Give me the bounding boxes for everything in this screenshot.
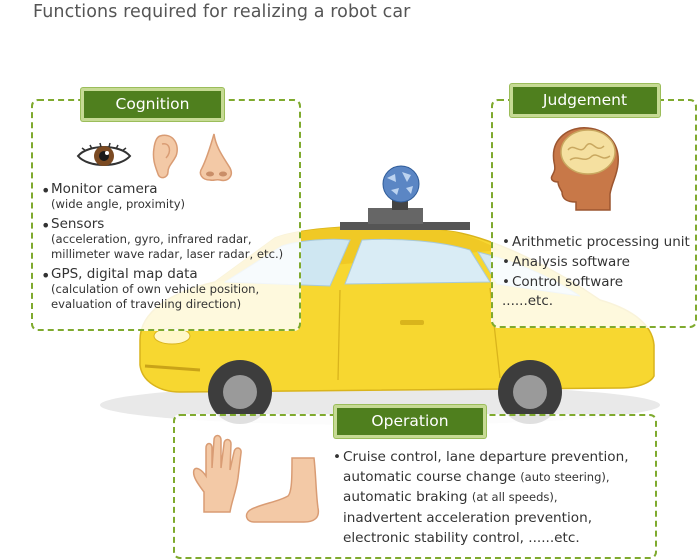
foot-icon [245, 457, 320, 523]
cognition-header: Cognition [81, 88, 224, 121]
operation-line: automatic course change (auto steering), [343, 469, 610, 486]
operation-line: automatic braking (at all speeds), [343, 489, 558, 506]
page-title: Functions required for realizing a robot… [33, 2, 411, 22]
operation-panel [173, 414, 657, 559]
operation-line: Cruise control, lane departure preventio… [333, 447, 629, 467]
list-item: GPS, digital map data (calculation of ow… [41, 266, 283, 312]
list-item: Analysis software [502, 252, 690, 272]
operation-line: electronic stability control, ......etc. [343, 529, 580, 546]
list-item: Sensors (acceleration, gyro, infrared ra… [41, 216, 283, 262]
car-grille [144, 364, 201, 372]
operation-header: Operation [334, 405, 486, 438]
cognition-list: Monitor camera (wide angle, proximity) S… [41, 181, 283, 316]
nose-icon [199, 133, 232, 182]
judgement-header: Judgement [510, 84, 660, 117]
operation-text: Cruise control, lane departure preventio… [333, 447, 629, 548]
operation-line: inadvertent acceleration prevention, [343, 509, 593, 526]
list-item: Arithmetic processing unit [502, 232, 690, 252]
car-side-window [344, 238, 491, 285]
judgement-list: Arithmetic processing unit Analysis soft… [502, 232, 690, 292]
car-door-handle [400, 320, 424, 325]
ear-icon [152, 134, 178, 179]
list-item: Monitor camera (wide angle, proximity) [41, 181, 283, 212]
head-brain-icon [550, 127, 619, 211]
lidar-sphere [382, 165, 420, 203]
list-item: Control software [502, 272, 690, 292]
judgement-etc: ......etc. [502, 293, 554, 309]
eye-icon [76, 142, 132, 166]
roof-rack [340, 222, 470, 230]
hand-icon [192, 434, 242, 513]
